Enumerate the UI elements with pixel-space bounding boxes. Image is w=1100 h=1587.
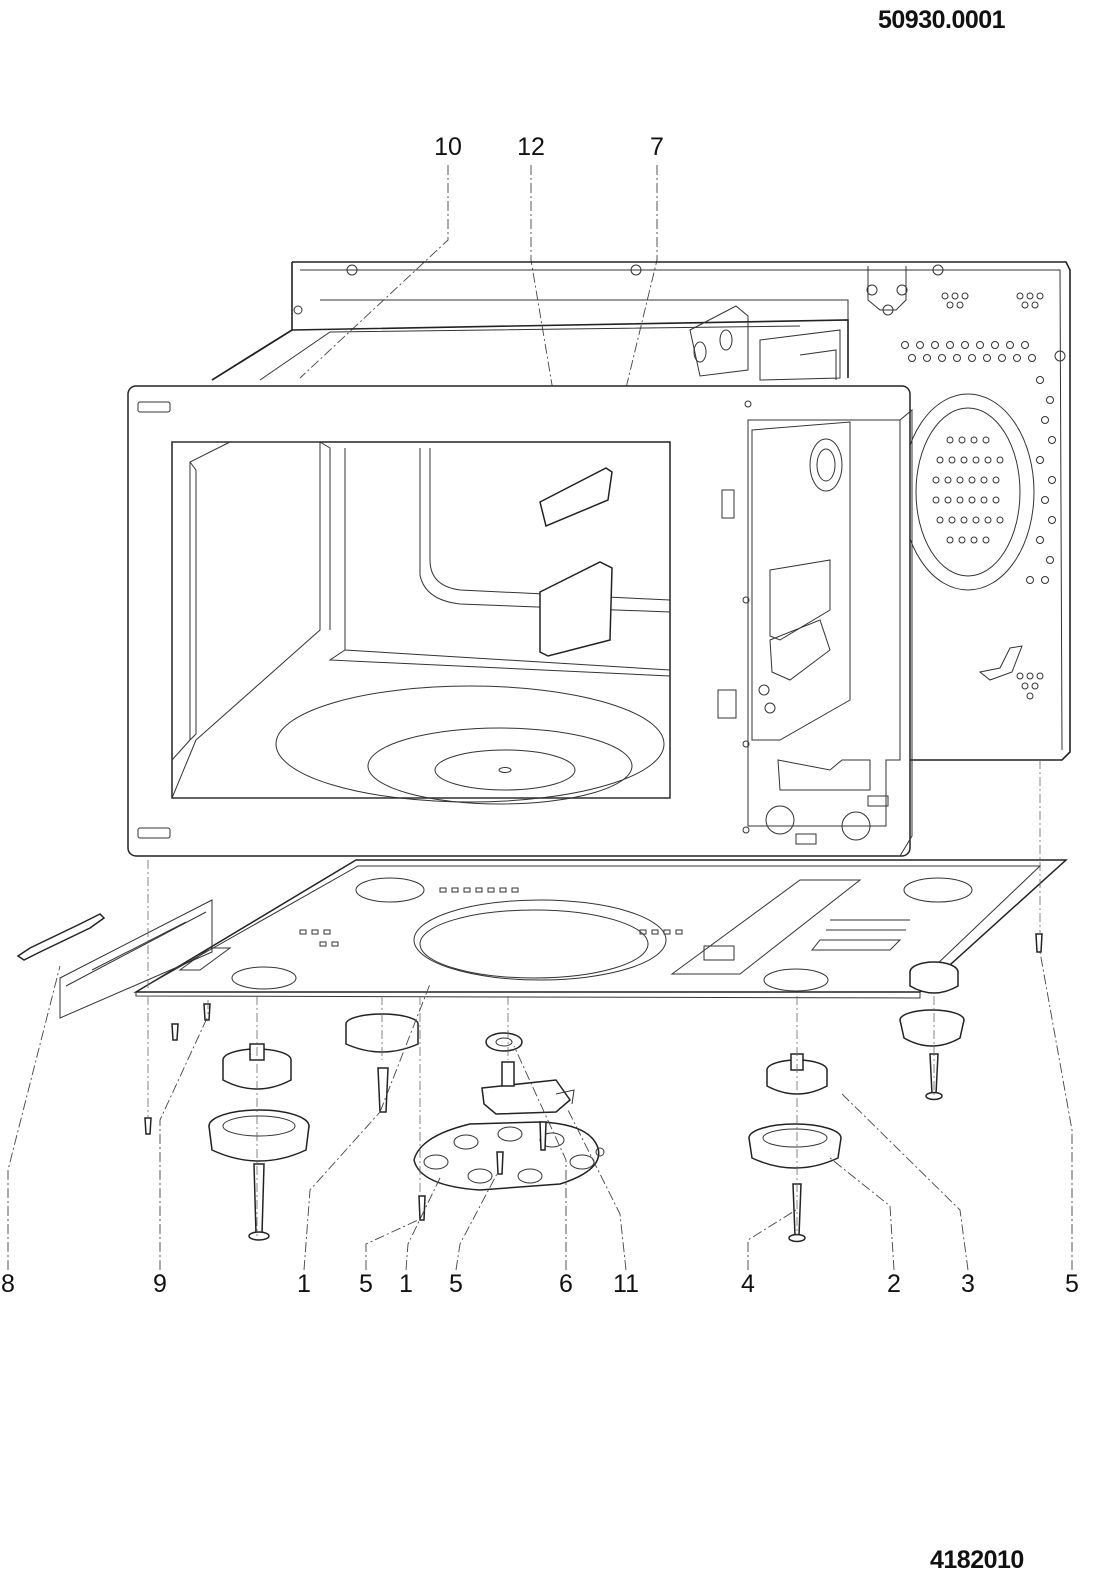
- left-hardware: [16, 899, 213, 1019]
- sheet-code: 4182010: [930, 1546, 1024, 1574]
- bottom-leader-lines: [7, 951, 1073, 1271]
- callout-label: 12: [517, 133, 545, 161]
- construction-lines: [147, 760, 1041, 1236]
- top-callouts: 10 12 7: [434, 133, 664, 161]
- callout-label: 11: [613, 1270, 639, 1298]
- callout-label: 5: [449, 1270, 463, 1298]
- callout-label: 1: [399, 1270, 413, 1298]
- cavity-top: [211, 299, 849, 381]
- callout-label: 10: [434, 133, 462, 161]
- callout-label: 5: [359, 1270, 373, 1298]
- callout-label: 8: [1, 1270, 15, 1298]
- base-plate: [133, 859, 1068, 999]
- callout-label: 6: [559, 1270, 573, 1298]
- callout-label: 2: [887, 1270, 901, 1298]
- callout-label: 3: [961, 1270, 975, 1298]
- bottom-callouts: 8 9 1 5 1 5 6 11 4 2 3 5: [1, 1270, 1079, 1298]
- front-frame: [127, 385, 913, 857]
- callout-label: 5: [1065, 1270, 1079, 1298]
- callout-label: 4: [741, 1270, 755, 1298]
- callout-label: 1: [297, 1270, 311, 1298]
- callout-label: 7: [650, 133, 664, 161]
- drawing-code: 50930.0001: [878, 6, 1006, 34]
- rear-housing-panel: [211, 261, 1071, 761]
- callout-label: 9: [153, 1270, 167, 1298]
- bottom-hardware: [144, 933, 1043, 1243]
